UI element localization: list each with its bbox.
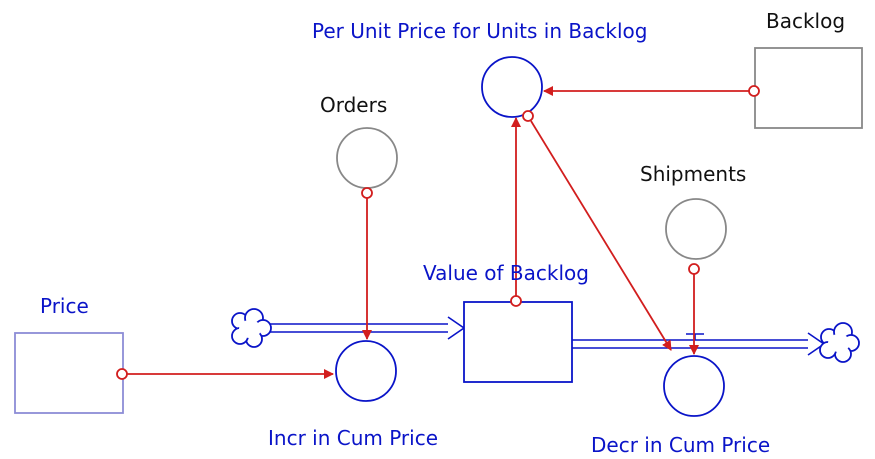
value-of-backlog-stock	[463, 301, 573, 383]
incr-in-cum-price-circle	[335, 340, 397, 402]
link-shipments-to-decr	[688, 263, 700, 355]
orders-circle	[336, 127, 398, 189]
decr-in-cum-price-circle	[663, 355, 725, 417]
value-of-backlog-label: Value of Backlog	[423, 261, 589, 285]
flow-pipe-decr	[572, 332, 826, 356]
source-cloud-icon	[231, 308, 272, 348]
backlog-label: Backlog	[766, 9, 845, 33]
orders-label: Orders	[320, 93, 387, 117]
link-price-to-incr	[116, 368, 334, 380]
sink-cloud-icon	[819, 322, 860, 363]
link-value-of-backlog-to-per-unit-price	[510, 117, 522, 307]
link-backlog-to-per-unit-price	[543, 85, 760, 97]
link-orders-to-incr	[361, 187, 373, 340]
price-label: Price	[40, 294, 89, 318]
per-unit-price-label: Per Unit Price for Units in Backlog	[312, 19, 647, 43]
per-unit-price-circle	[481, 56, 543, 118]
shipments-label: Shipments	[640, 162, 746, 186]
shipments-circle	[665, 198, 727, 260]
flow-pipe-incr	[268, 316, 466, 340]
decr-in-cum-price-label: Decr in Cum Price	[591, 433, 770, 457]
link-per-unit-price-to-decr	[522, 110, 672, 351]
price-box	[14, 332, 124, 414]
backlog-box	[754, 47, 863, 129]
incr-in-cum-price-label: Incr in Cum Price	[268, 426, 438, 450]
